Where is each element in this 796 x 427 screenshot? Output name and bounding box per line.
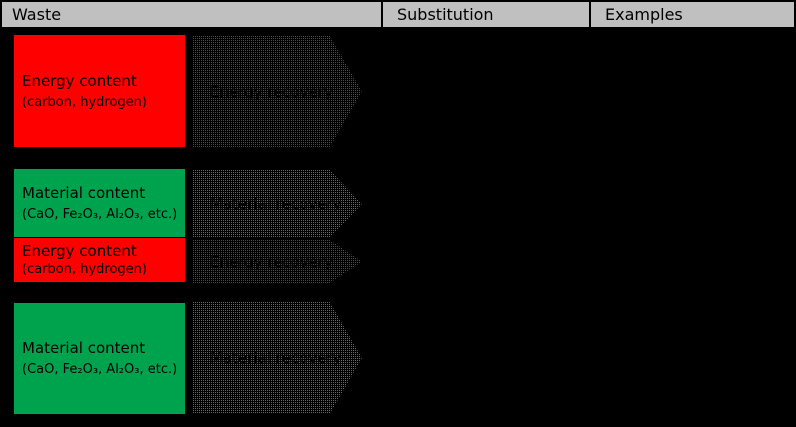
box-title: Material content bbox=[22, 183, 146, 202]
box-subtitle: (CaO, Fe₂O₃, Al₂O₃, etc.) bbox=[22, 206, 178, 222]
table-header-row: Waste Substitution Examples bbox=[0, 0, 796, 29]
arrow-energy-recovery-2: Energy recovery bbox=[192, 240, 362, 283]
column-header-substitution: Substitution bbox=[383, 2, 591, 27]
arrow-label: Energy recovery bbox=[210, 82, 333, 101]
arrow-material-recovery-2: Material recovery bbox=[192, 302, 362, 414]
arrow-label: Material recovery bbox=[210, 349, 342, 367]
waste-box-material-content-2: Material content (CaO, Fe₂O₃, Al₂O₃, etc… bbox=[14, 303, 185, 414]
arrow-energy-recovery-1: Energy recovery bbox=[192, 36, 362, 147]
column-header-examples: Examples bbox=[605, 5, 683, 24]
waste-box-energy-content-1: Energy content (carbon, hydrogen) bbox=[14, 35, 185, 147]
box-title: Material content bbox=[22, 339, 146, 358]
box-title: Energy content bbox=[22, 71, 137, 90]
arrow-material-recovery-1: Material recovery bbox=[192, 170, 362, 238]
waste-box-material-content-1: Material content (CaO, Fe₂O₃, Al₂O₃, etc… bbox=[14, 169, 185, 237]
box-subtitle: (carbon, hydrogen) bbox=[22, 262, 147, 278]
arrow-label: Material recovery bbox=[210, 195, 342, 213]
column-header-waste: Waste bbox=[2, 2, 383, 27]
box-title: Energy content bbox=[22, 242, 137, 261]
box-subtitle: (carbon, hydrogen) bbox=[22, 94, 147, 110]
waste-box-energy-content-2: Energy content (carbon, hydrogen) bbox=[14, 238, 185, 282]
arrow-label: Energy recovery bbox=[210, 252, 333, 271]
box-subtitle: (CaO, Fe₂O₃, Al₂O₃, etc.) bbox=[22, 362, 178, 378]
